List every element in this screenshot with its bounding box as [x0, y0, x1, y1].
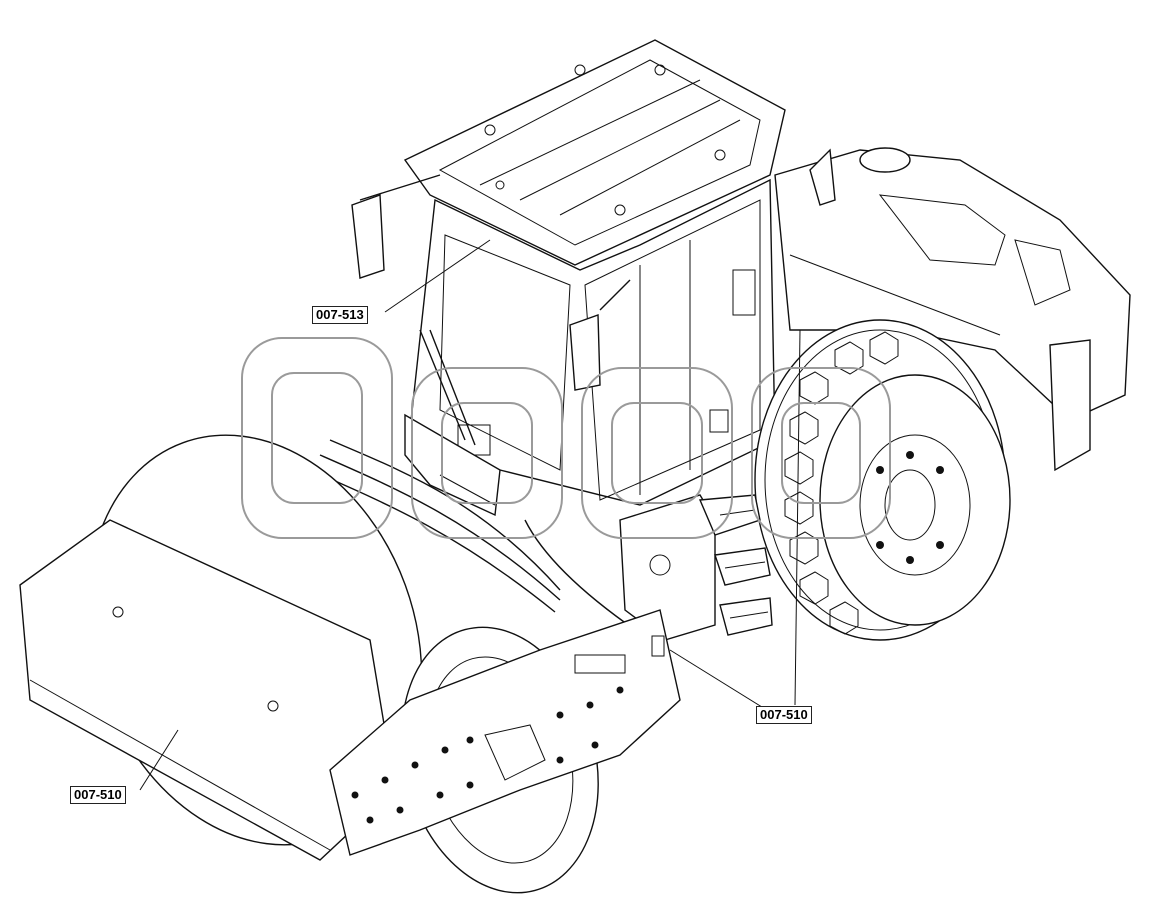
- cab-roof: [403, 39, 786, 266]
- hydraulic-hoses: [309, 439, 651, 641]
- rear-tire: [754, 319, 1011, 641]
- leader-007-510-b: [794, 329, 801, 706]
- drum-side-plate: [329, 609, 681, 856]
- callout-007-510-right: 007-510: [756, 706, 812, 724]
- articulation-frame: [619, 494, 773, 641]
- left-mirror: [351, 174, 441, 279]
- engine-hood: [774, 147, 1131, 472]
- callout-007-510-left: 007-510: [70, 786, 126, 804]
- callout-007-513: 007-513: [312, 306, 368, 324]
- leader-007-510-c: [139, 729, 179, 791]
- leader-007-510-a: [669, 649, 771, 713]
- right-mirror: [569, 279, 631, 391]
- leader-007-513: [384, 239, 491, 313]
- watermark-graphic: [241, 337, 891, 539]
- leader-lines: [139, 239, 801, 791]
